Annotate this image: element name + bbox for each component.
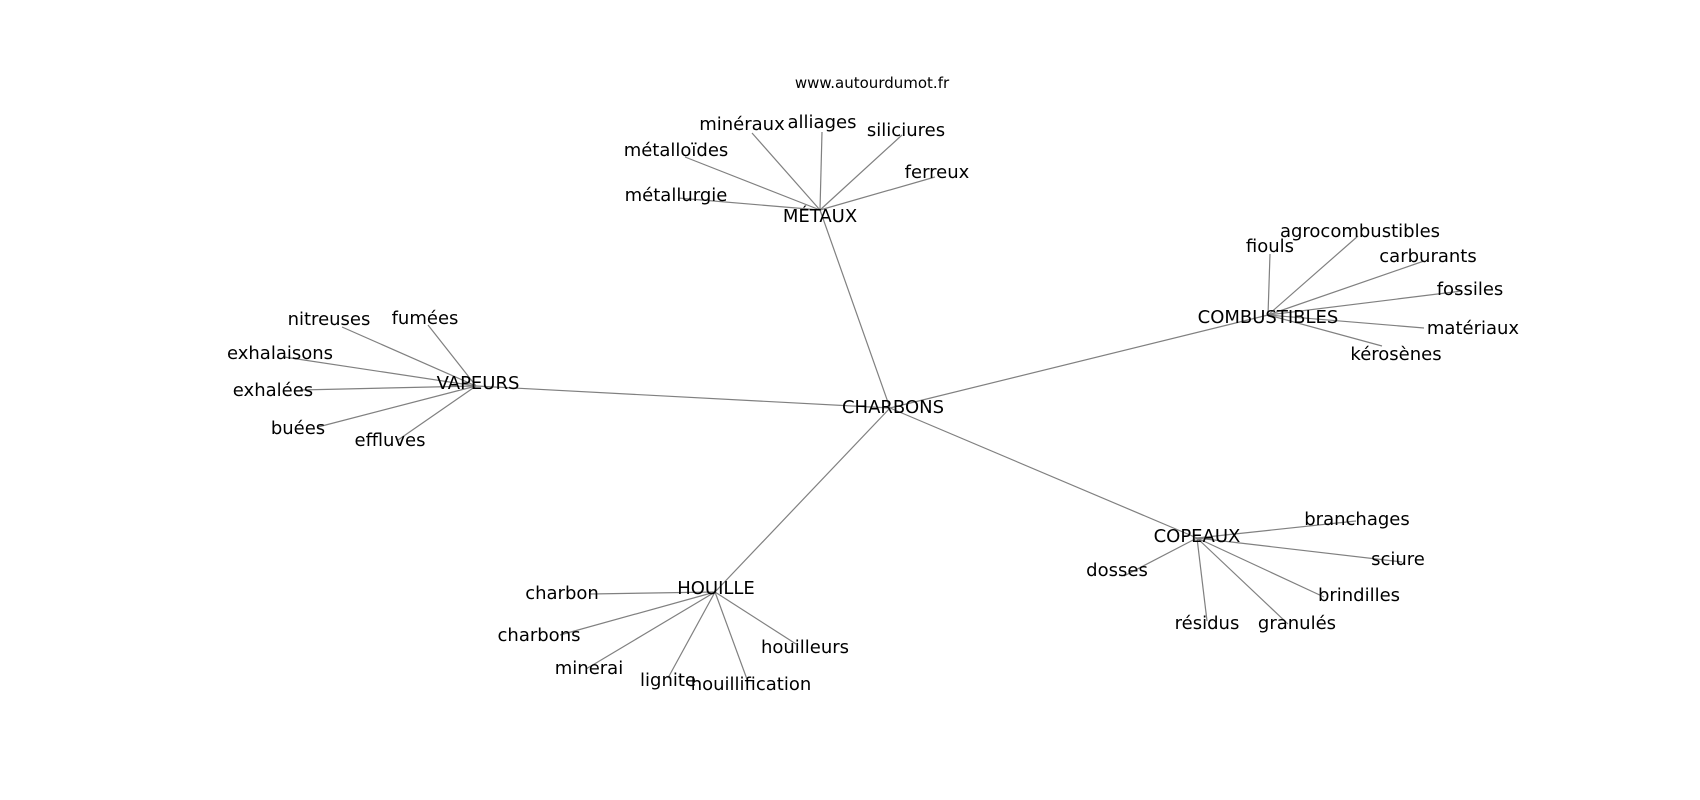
leaf-node-siliciures[interactable]: siliciures <box>867 120 945 141</box>
leaf-node-metallurgie[interactable]: métallurgie <box>625 185 728 206</box>
edge-copeaux-residus <box>1196 537 1208 622</box>
edge-houille-charbons <box>559 591 716 636</box>
edge-houille-houillification <box>714 591 749 683</box>
edge-copeaux-granules <box>1196 537 1289 625</box>
edges <box>283 131 1463 683</box>
edge-metaux-alliages <box>819 131 823 211</box>
leaf-node-charbon[interactable]: charbon <box>525 583 599 604</box>
leaf-node-carburants[interactable]: carburants <box>1379 246 1476 267</box>
edge-combustibles-materiaux <box>1267 314 1425 329</box>
leaf-node-minerai[interactable]: minerai <box>555 658 623 679</box>
leaf-node-granules[interactable]: granulés <box>1258 613 1336 634</box>
leaf-node-fiouls[interactable]: fiouls <box>1246 236 1294 257</box>
edge-center-vapeurs <box>475 385 891 409</box>
edge-vapeurs-buees <box>317 385 477 428</box>
edge-vapeurs-exhalaisons <box>283 356 477 387</box>
edge-vapeurs-fumees <box>427 324 477 387</box>
leaf-node-dosses[interactable]: dosses <box>1086 560 1148 581</box>
edge-center-metaux <box>819 209 891 409</box>
edge-houille-charbon <box>589 591 716 595</box>
edge-combustibles-carburants <box>1267 260 1425 316</box>
hub-node-vapeurs[interactable]: VAPEURS <box>437 373 520 394</box>
edge-copeaux-sciure <box>1196 537 1403 563</box>
edge-metaux-ferreux <box>819 176 936 211</box>
edge-houille-lignite <box>667 591 716 679</box>
leaf-node-exhalees[interactable]: exhalées <box>233 380 313 401</box>
leaf-node-mineraux[interactable]: minéraux <box>699 114 785 135</box>
hub-node-combustibles[interactable]: COMBUSTIBLES <box>1198 307 1339 328</box>
leaf-node-ferreux[interactable]: ferreux <box>905 162 970 183</box>
edge-combustibles-kerosenes <box>1267 314 1383 347</box>
edge-houille-minerai <box>585 591 716 670</box>
edge-combustibles-fossiles <box>1267 290 1463 316</box>
leaf-node-effluves[interactable]: effluves <box>355 430 426 451</box>
leaf-node-metalloides[interactable]: métalloïdes <box>624 140 729 161</box>
hub-node-houille[interactable]: HOUILLE <box>677 578 755 599</box>
leaf-node-buees[interactable]: buées <box>271 418 325 439</box>
edge-vapeurs-nitreuses <box>341 326 477 387</box>
edge-combustibles-agrocombustibles <box>1267 235 1359 316</box>
edge-combustibles-fiouls <box>1267 253 1271 316</box>
edge-center-combustibles <box>889 314 1269 409</box>
leaf-node-fumees[interactable]: fumées <box>392 308 459 329</box>
leaf-node-branchages[interactable]: branchages <box>1304 509 1409 530</box>
hub-node-metaux[interactable]: MÉTAUX <box>783 205 857 227</box>
edge-metaux-metallurgie <box>677 197 821 211</box>
edge-vapeurs-effluves <box>397 385 477 441</box>
edge-houille-houilleurs <box>714 591 797 645</box>
leaf-node-houilleurs[interactable]: houilleurs <box>761 637 849 658</box>
leaf-node-houillification[interactable]: houillification <box>691 674 812 695</box>
leaf-node-charbons[interactable]: charbons <box>498 625 581 646</box>
edge-vapeurs-exhalees <box>299 385 477 391</box>
leaf-node-nitreuses[interactable]: nitreuses <box>288 309 371 330</box>
edge-copeaux-brindilles <box>1196 537 1325 598</box>
source-label[interactable]: www.autourdumot.fr <box>795 74 950 92</box>
edge-metaux-metalloides <box>684 156 821 211</box>
edge-center-houille <box>714 407 891 593</box>
leaf-node-sciure[interactable]: sciure <box>1371 549 1425 570</box>
edge-metaux-siliciures <box>819 134 903 211</box>
leaf-node-residus[interactable]: résidus <box>1175 613 1240 634</box>
edge-copeaux-branchages <box>1196 520 1357 539</box>
hub-node-copeaux[interactable]: COPEAUX <box>1154 526 1241 547</box>
edge-center-copeaux <box>889 407 1198 539</box>
leaf-node-fossiles[interactable]: fossiles <box>1437 279 1504 300</box>
edge-metaux-mineraux <box>751 132 821 211</box>
leaf-node-exhalaisons[interactable]: exhalaisons <box>227 343 333 364</box>
leaf-node-brindilles[interactable]: brindilles <box>1318 585 1400 606</box>
leaf-node-lignite[interactable]: lignite <box>640 670 696 691</box>
center-node-label[interactable]: CHARBONS <box>842 397 944 418</box>
leaf-node-alliages[interactable]: alliages <box>788 112 857 133</box>
leaf-node-kerosenes[interactable]: kérosènes <box>1350 344 1441 365</box>
edge-copeaux-dosses <box>1123 537 1198 577</box>
leaf-node-materiaux[interactable]: matériaux <box>1427 318 1520 339</box>
leaf-node-agrocombustibles[interactable]: agrocombustibles <box>1280 221 1440 242</box>
